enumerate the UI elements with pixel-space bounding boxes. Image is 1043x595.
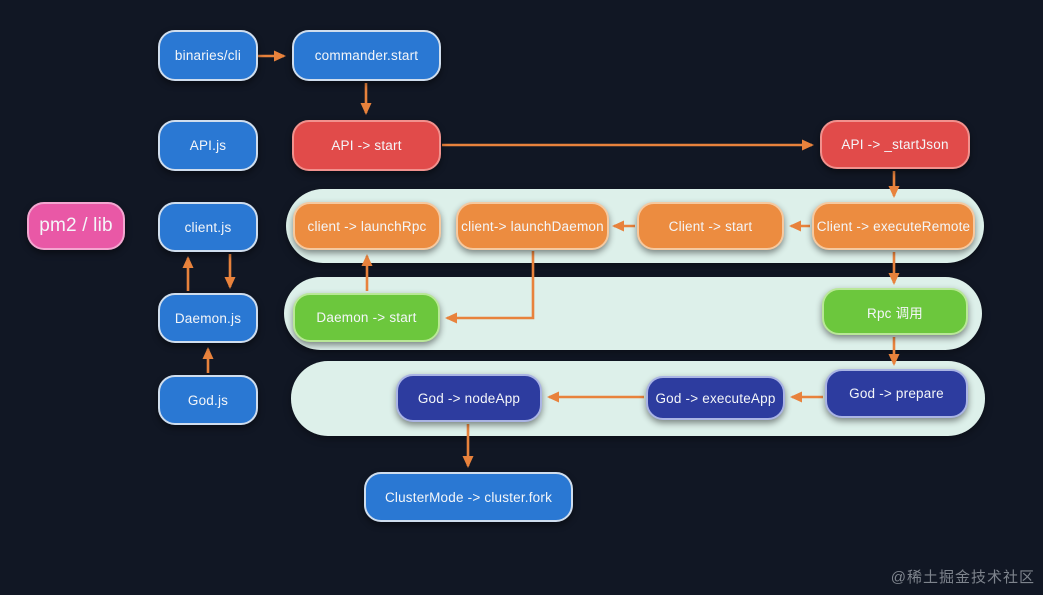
- node-rpc-call[interactable]: Rpc 调用: [822, 288, 968, 335]
- node-daemon-js[interactable]: Daemon.js: [158, 293, 258, 343]
- node-client-js[interactable]: client.js: [158, 202, 258, 252]
- node-binaries-cli[interactable]: binaries/cli: [158, 30, 258, 81]
- node-client-launchdaemon[interactable]: client-> launchDaemon: [456, 202, 609, 250]
- node-api-start[interactable]: API -> start: [292, 120, 441, 171]
- node-client-launchrpc[interactable]: client -> launchRpc: [293, 202, 441, 250]
- node-god-executeapp[interactable]: God -> executeApp: [646, 376, 785, 420]
- node-pm2-lib[interactable]: pm2 / lib: [27, 202, 125, 250]
- node-client-executeremote[interactable]: Client -> executeRemote: [812, 202, 975, 250]
- node-god-nodeapp[interactable]: God -> nodeApp: [396, 374, 542, 422]
- node-client-start[interactable]: Client -> start: [637, 202, 784, 250]
- node-api-js[interactable]: API.js: [158, 120, 258, 171]
- node-api-startjson[interactable]: API -> _startJson: [820, 120, 970, 169]
- watermark: @稀土掘金技术社区: [890, 569, 1035, 586]
- node-daemon-start[interactable]: Daemon -> start: [293, 293, 440, 342]
- node-god-prepare[interactable]: God -> prepare: [825, 369, 968, 418]
- node-commander-start[interactable]: commander.start: [292, 30, 441, 81]
- node-god-js[interactable]: God.js: [158, 375, 258, 425]
- node-clustermode-fork[interactable]: ClusterMode -> cluster.fork: [364, 472, 573, 522]
